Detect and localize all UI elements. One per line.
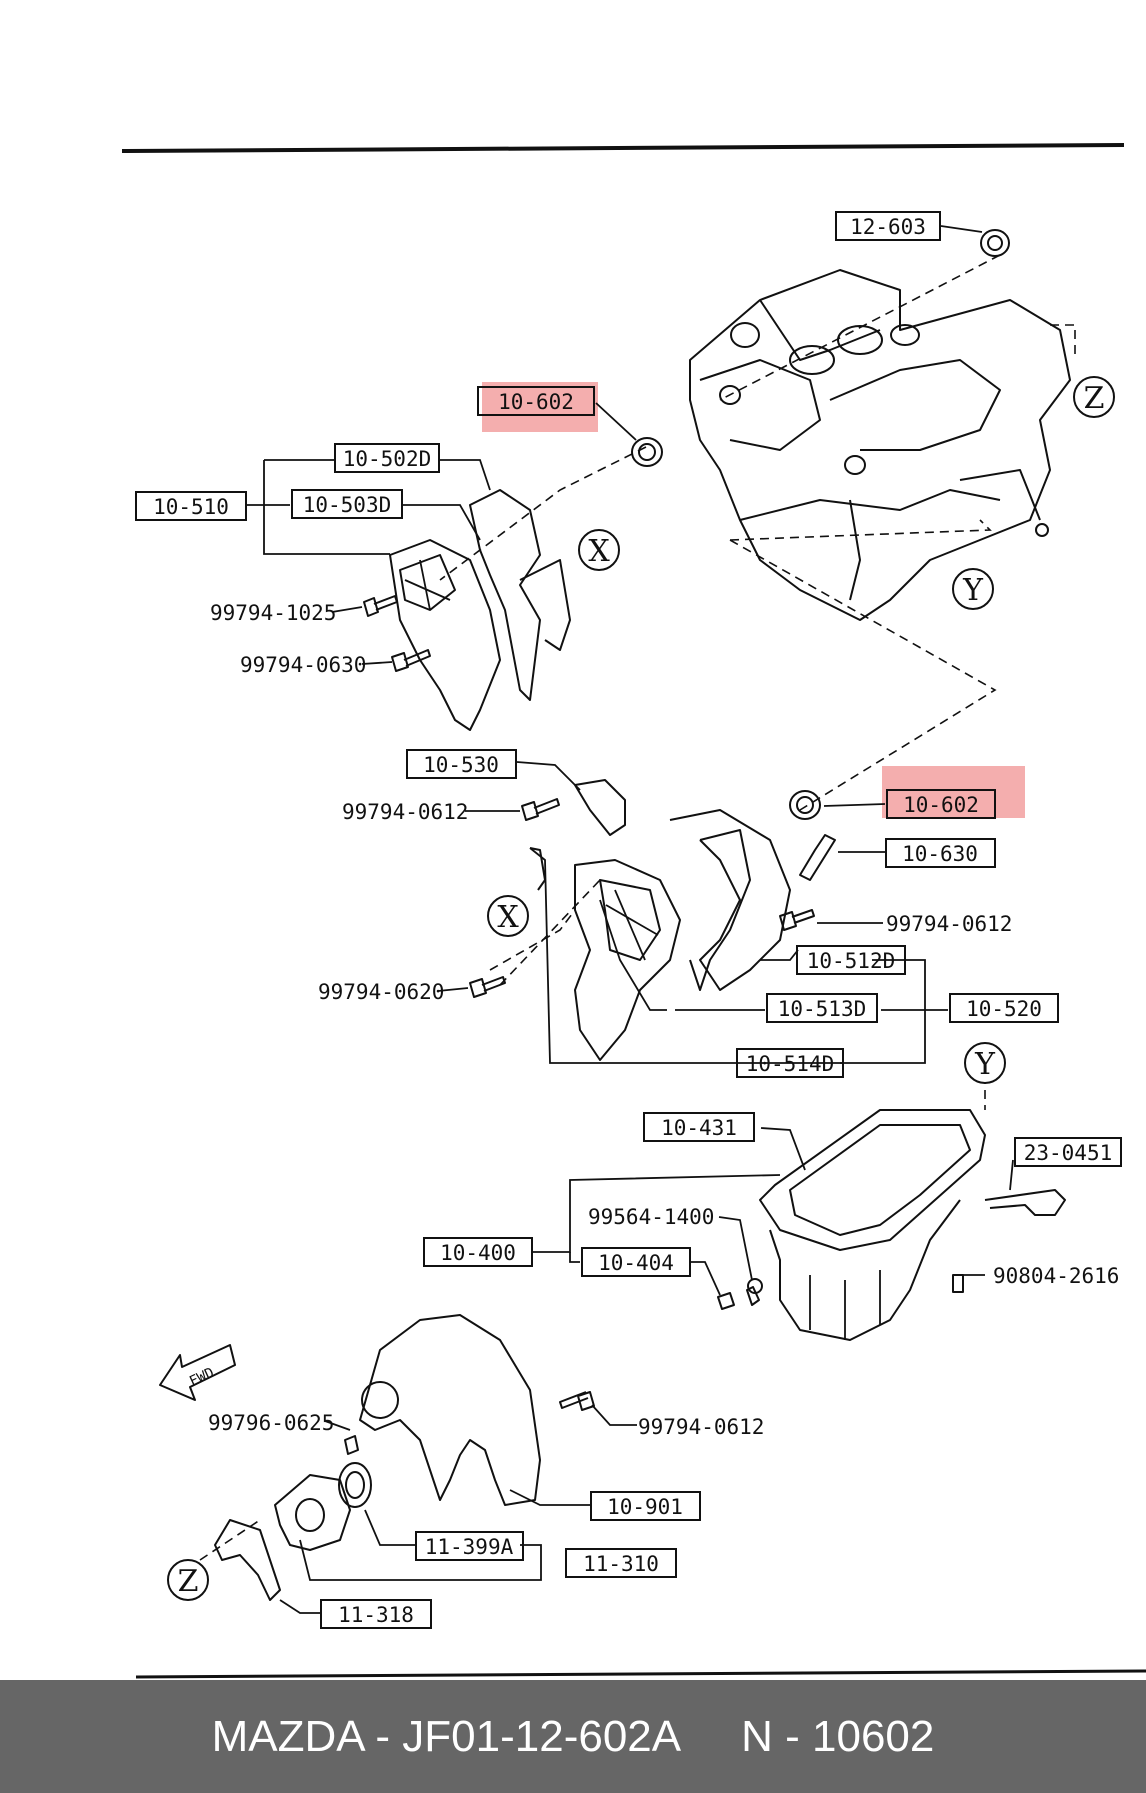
label-10-520: 10-520 bbox=[949, 993, 1059, 1023]
label-99794-0612-a: 99794-0612 bbox=[342, 800, 468, 824]
dash-z-upper bbox=[1050, 324, 1076, 360]
ref-z-upper: Z bbox=[1073, 376, 1115, 418]
seal-12-603-drawing bbox=[980, 229, 1010, 257]
rear-seal-drawings bbox=[214, 1435, 372, 1601]
ref-y-upper-text: Y bbox=[962, 573, 984, 608]
label-10-502d-text: 10-502D bbox=[343, 447, 432, 471]
label-12-603-text: 12-603 bbox=[850, 215, 926, 239]
label-10-512d: 10-512D bbox=[796, 945, 906, 975]
label-23-0451: 23-0451 bbox=[1014, 1137, 1122, 1167]
dash-bolt-0620 bbox=[499, 879, 601, 986]
footer-oem-number: MAZDA - JF01-12-602A bbox=[211, 1711, 682, 1761]
bolt-drawings bbox=[363, 595, 815, 1411]
label-10-502d: 10-502D bbox=[334, 443, 440, 473]
label-10-513d-text: 10-513D bbox=[778, 997, 867, 1021]
label-12-603: 12-603 bbox=[835, 211, 941, 241]
ref-z-lower-text: Z bbox=[178, 1564, 199, 1599]
label-11-318-text: 11-318 bbox=[338, 1603, 414, 1627]
footer-diagram-number: N - 10602 bbox=[741, 1711, 935, 1761]
leader-lines bbox=[246, 225, 1014, 1614]
label-99796-0625: 99796-0625 bbox=[208, 1411, 334, 1435]
label-99794-0612-b: 99794-0612 bbox=[886, 912, 1012, 936]
dash-x-middle bbox=[489, 909, 576, 971]
label-10-520-text: 10-520 bbox=[966, 997, 1042, 1021]
dash-y-upper bbox=[729, 519, 992, 541]
ref-x-middle: X bbox=[487, 895, 529, 937]
label-10-400: 10-400 bbox=[423, 1237, 533, 1267]
label-10-602-upper: 10-602 bbox=[477, 386, 595, 416]
label-10-404: 10-404 bbox=[581, 1247, 691, 1277]
label-10-602-upper-text: 10-602 bbox=[498, 390, 574, 414]
highlight-10-602-lower bbox=[882, 766, 1025, 818]
dash-z-lower bbox=[199, 1519, 261, 1561]
label-10-512d-text: 10-512D bbox=[807, 949, 896, 973]
bottom-rule bbox=[135, 1669, 1146, 1679]
ref-y-lower: Y bbox=[964, 1042, 1006, 1084]
label-11-318: 11-318 bbox=[320, 1599, 432, 1629]
label-90804-2616: 90804-2616 bbox=[993, 1264, 1119, 1288]
ref-z-upper-text: Z bbox=[1084, 381, 1105, 416]
label-10-400-text: 10-400 bbox=[440, 1241, 516, 1265]
front-timing-cover-drawing bbox=[529, 779, 791, 1061]
label-10-431: 10-431 bbox=[643, 1112, 755, 1142]
label-11-310: 11-310 bbox=[565, 1548, 677, 1578]
label-10-901: 10-901 bbox=[590, 1491, 701, 1521]
ref-x-middle-text: X bbox=[497, 900, 519, 935]
label-10-503d-text: 10-503D bbox=[303, 493, 392, 517]
label-10-901-text: 10-901 bbox=[607, 1495, 683, 1519]
ref-y-upper: Y bbox=[952, 568, 994, 610]
label-10-514d: 10-514D bbox=[736, 1048, 844, 1078]
rear-plate-drawing bbox=[359, 1314, 541, 1506]
label-10-514d-text: 10-514D bbox=[746, 1052, 835, 1076]
label-11-310-text: 11-310 bbox=[583, 1552, 659, 1576]
dash-engine-to-frontcover bbox=[729, 539, 997, 811]
label-10-510-text: 10-510 bbox=[153, 495, 229, 519]
part-number-footer: MAZDA - JF01-12-602A N - 10602 bbox=[0, 1680, 1146, 1793]
ref-x-upper-text: X bbox=[588, 534, 610, 569]
label-11-399a-text: 11-399A bbox=[425, 1535, 514, 1559]
parts-diagram: FWD X Z Y X Y Z bbox=[121, 143, 1146, 1679]
label-99794-0612-c: 99794-0612 bbox=[638, 1415, 764, 1439]
top-rule bbox=[121, 143, 1125, 153]
label-10-513d: 10-513D bbox=[766, 993, 878, 1023]
label-10-602-lower: 10-602 bbox=[886, 789, 996, 819]
label-10-503d: 10-503D bbox=[291, 489, 403, 519]
label-10-404-text: 10-404 bbox=[598, 1251, 674, 1275]
ref-x-upper: X bbox=[578, 529, 620, 571]
label-11-399a: 11-399A bbox=[415, 1531, 524, 1561]
label-99794-0620: 99794-0620 bbox=[318, 980, 444, 1004]
label-10-431-text: 10-431 bbox=[661, 1116, 737, 1140]
seal-10-602-lower-drawing bbox=[789, 790, 821, 820]
dash-seal-12-603 bbox=[719, 254, 1001, 401]
label-10-510: 10-510 bbox=[135, 491, 247, 521]
label-99794-0630: 99794-0630 bbox=[240, 653, 366, 677]
label-10-602-lower-text: 10-602 bbox=[903, 793, 979, 817]
bracket-10-630-drawing bbox=[799, 834, 836, 881]
fwd-arrow: FWD bbox=[159, 1344, 236, 1401]
label-99794-1025: 99794-1025 bbox=[210, 601, 336, 625]
label-99564-1400: 99564-1400 bbox=[588, 1205, 714, 1229]
fwd-label: FWD bbox=[187, 1365, 217, 1390]
highlight-10-602-upper bbox=[482, 382, 598, 432]
label-10-530: 10-530 bbox=[406, 749, 517, 779]
label-10-530-text: 10-530 bbox=[423, 753, 499, 777]
engine-block-drawing bbox=[689, 269, 1071, 621]
oil-pan-drawing bbox=[717, 1109, 1066, 1341]
seal-10-602-upper-drawing bbox=[631, 437, 663, 467]
upper-timing-cover-drawing bbox=[389, 489, 571, 731]
label-10-630-text: 10-630 bbox=[902, 842, 978, 866]
ref-y-lower-text: Y bbox=[974, 1047, 996, 1082]
label-23-0451-text: 23-0451 bbox=[1024, 1141, 1113, 1165]
ref-z-lower: Z bbox=[167, 1559, 209, 1601]
label-10-630: 10-630 bbox=[885, 838, 996, 868]
